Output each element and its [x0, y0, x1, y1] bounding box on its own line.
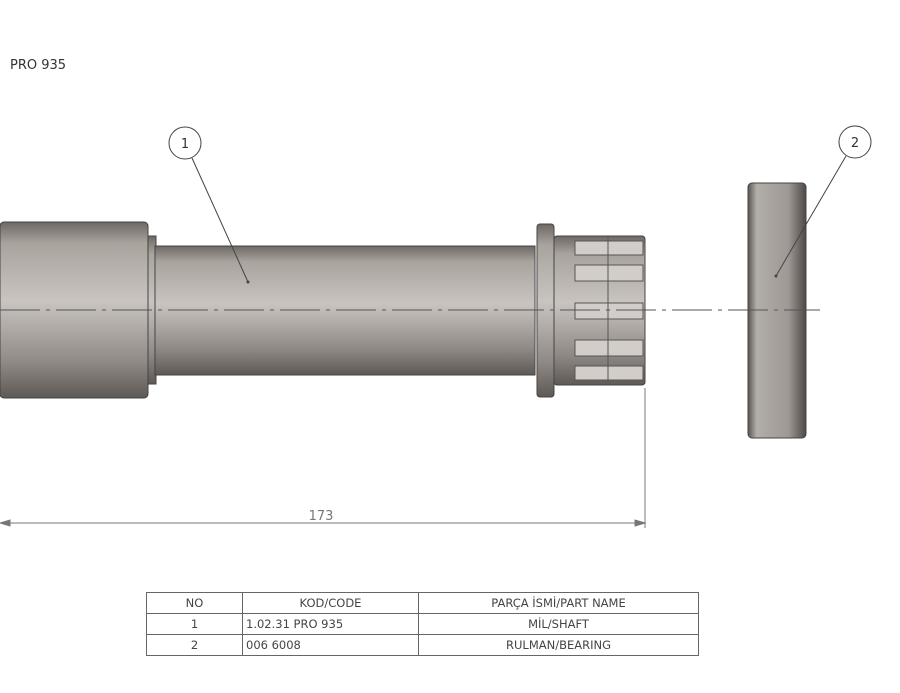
header-code: KOD/CODE	[242, 592, 419, 614]
balloon-2-label: 2	[851, 136, 859, 151]
row-no: 1	[146, 613, 243, 635]
table-row: 2 006 6008 RULMAN/BEARING	[146, 634, 699, 656]
table-row: 1 1.02.31 PRO 935 MİL/SHAFT	[146, 613, 699, 635]
row-part-name: RULMAN/BEARING	[418, 634, 699, 656]
bill-of-materials: NO KOD/CODE PARÇA İSMİ/PART NAME 1 1.02.…	[146, 592, 699, 656]
dimension-value: 173	[309, 509, 334, 524]
row-code: 006 6008	[242, 634, 419, 656]
header-no: NO	[146, 592, 243, 614]
drawing-title: PRO 935	[10, 58, 67, 73]
header-part-name: PARÇA İSMİ/PART NAME	[418, 592, 699, 614]
balloon-2	[774, 125, 872, 278]
dimension-173	[0, 388, 647, 528]
row-code: 1.02.31 PRO 935	[242, 613, 419, 635]
balloon-1-label: 1	[181, 137, 189, 152]
table-header-row: NO KOD/CODE PARÇA İSMİ/PART NAME	[146, 592, 699, 614]
shaft-part-1	[0, 221, 646, 399]
balloon-1	[168, 126, 250, 284]
row-part-name: MİL/SHAFT	[418, 613, 699, 635]
row-no: 2	[146, 634, 243, 656]
